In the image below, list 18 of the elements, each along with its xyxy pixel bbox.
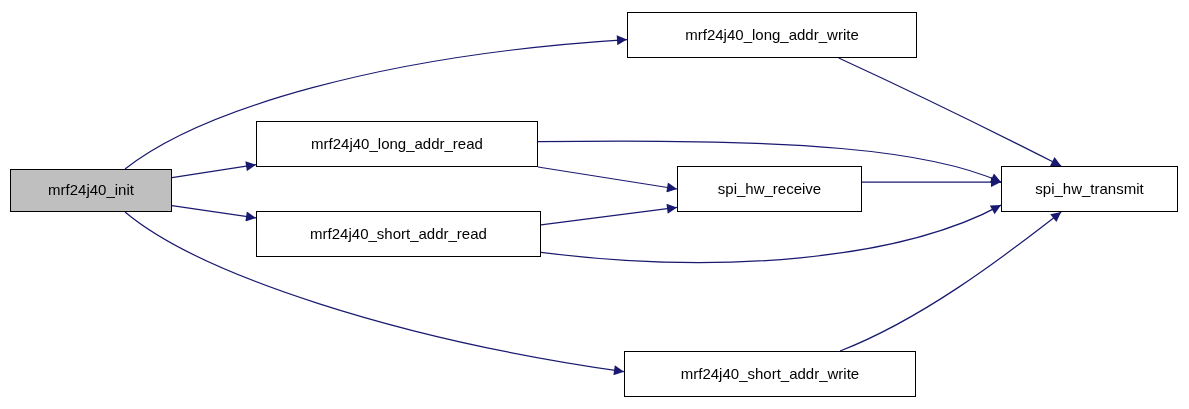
function-box: spi_hw_receive (677, 166, 862, 212)
arrow (171, 204, 257, 222)
function-box: spi_hw_transmit (1001, 166, 1178, 212)
arrow (537, 140, 1002, 184)
function-box: mrf24j40_short_addr_read (256, 211, 541, 257)
arrow (540, 203, 678, 226)
arrow (537, 166, 678, 193)
arrow (171, 161, 257, 179)
arrow (124, 211, 625, 376)
function-box: mrf24j40_long_addr_write (627, 12, 917, 58)
arrow (838, 57, 1062, 167)
arrow (124, 35, 628, 170)
function-box: mrf24j40_short_addr_write (624, 351, 916, 397)
arrow (540, 204, 1002, 263)
arrow (839, 211, 1062, 352)
arrow (861, 177, 1002, 188)
function-box: mrf24j40_init (10, 169, 172, 212)
function-box: mrf24j40_long_addr_read (256, 121, 538, 167)
